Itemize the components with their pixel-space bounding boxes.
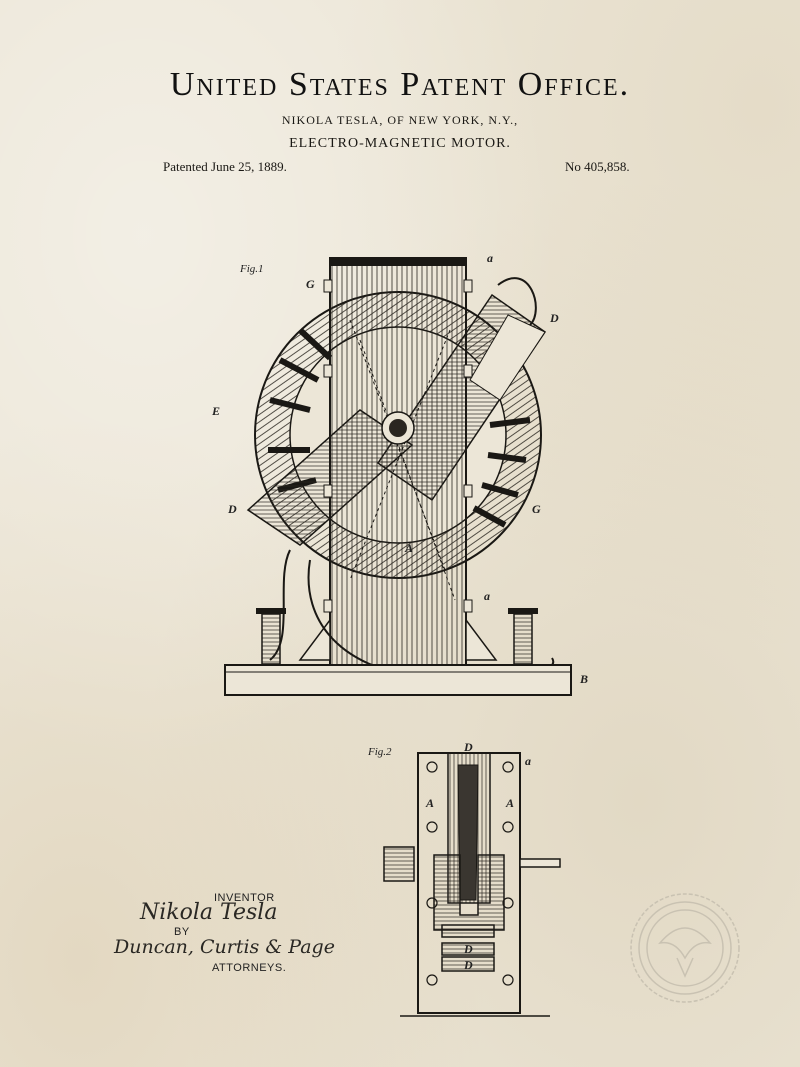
ref-g-left: G <box>306 277 315 291</box>
patent-date: Patented June 25, 1889. <box>163 159 287 174</box>
eagle-seal-icon <box>630 893 740 1003</box>
ref-a-top: a <box>487 251 493 265</box>
base-plate <box>224 664 572 696</box>
inventor-signature: Nikola Tesla <box>140 900 278 925</box>
fig2-ref-d-mid: D <box>463 942 473 956</box>
office-title: United States Patent Office. <box>169 66 631 103</box>
figure-1-motor-drawing: Fig.1 <box>211 251 588 696</box>
attorneys-signature: Duncan, Curtis & Page <box>114 936 335 958</box>
figure-2-section-drawing: Fig.2 D a A A D D <box>367 740 561 1017</box>
fig2-ref-d-top: D <box>463 740 473 754</box>
ref-e: E <box>211 404 220 418</box>
ref-b: B <box>579 672 588 686</box>
ref-d-left: D <box>227 502 237 516</box>
fig1-label: Fig.1 <box>239 263 264 275</box>
fig2-label: Fig.2 <box>367 746 392 758</box>
fig2-ref-d-low: D <box>463 958 473 972</box>
inventor-line: NIKOLA TESLA, OF NEW YORK, N.Y., <box>281 113 519 127</box>
ref-a-center: A <box>404 541 413 555</box>
ref-g-right: G <box>532 502 541 516</box>
central-frame <box>298 257 498 669</box>
ref-d-right: D <box>549 311 559 325</box>
attorneys-label: ATTORNEYS. <box>212 962 287 974</box>
signature-block: INVENTOR Nikola Tesla BY Duncan, Curtis … <box>110 888 350 978</box>
inventor-label: INVENTOR <box>214 892 275 904</box>
ref-a-bottom: a <box>484 589 490 603</box>
invention-title: ELECTRO-MAGNETIC MOTOR. <box>289 136 511 151</box>
binding-post-right <box>508 608 538 665</box>
patent-number: No 405,858. <box>565 159 630 174</box>
by-label: BY <box>174 926 190 938</box>
fig2-ref-a-top: a <box>525 754 531 768</box>
fig2-ref-a-left: A <box>425 796 434 810</box>
fig2-ref-a-right: A <box>505 796 514 810</box>
